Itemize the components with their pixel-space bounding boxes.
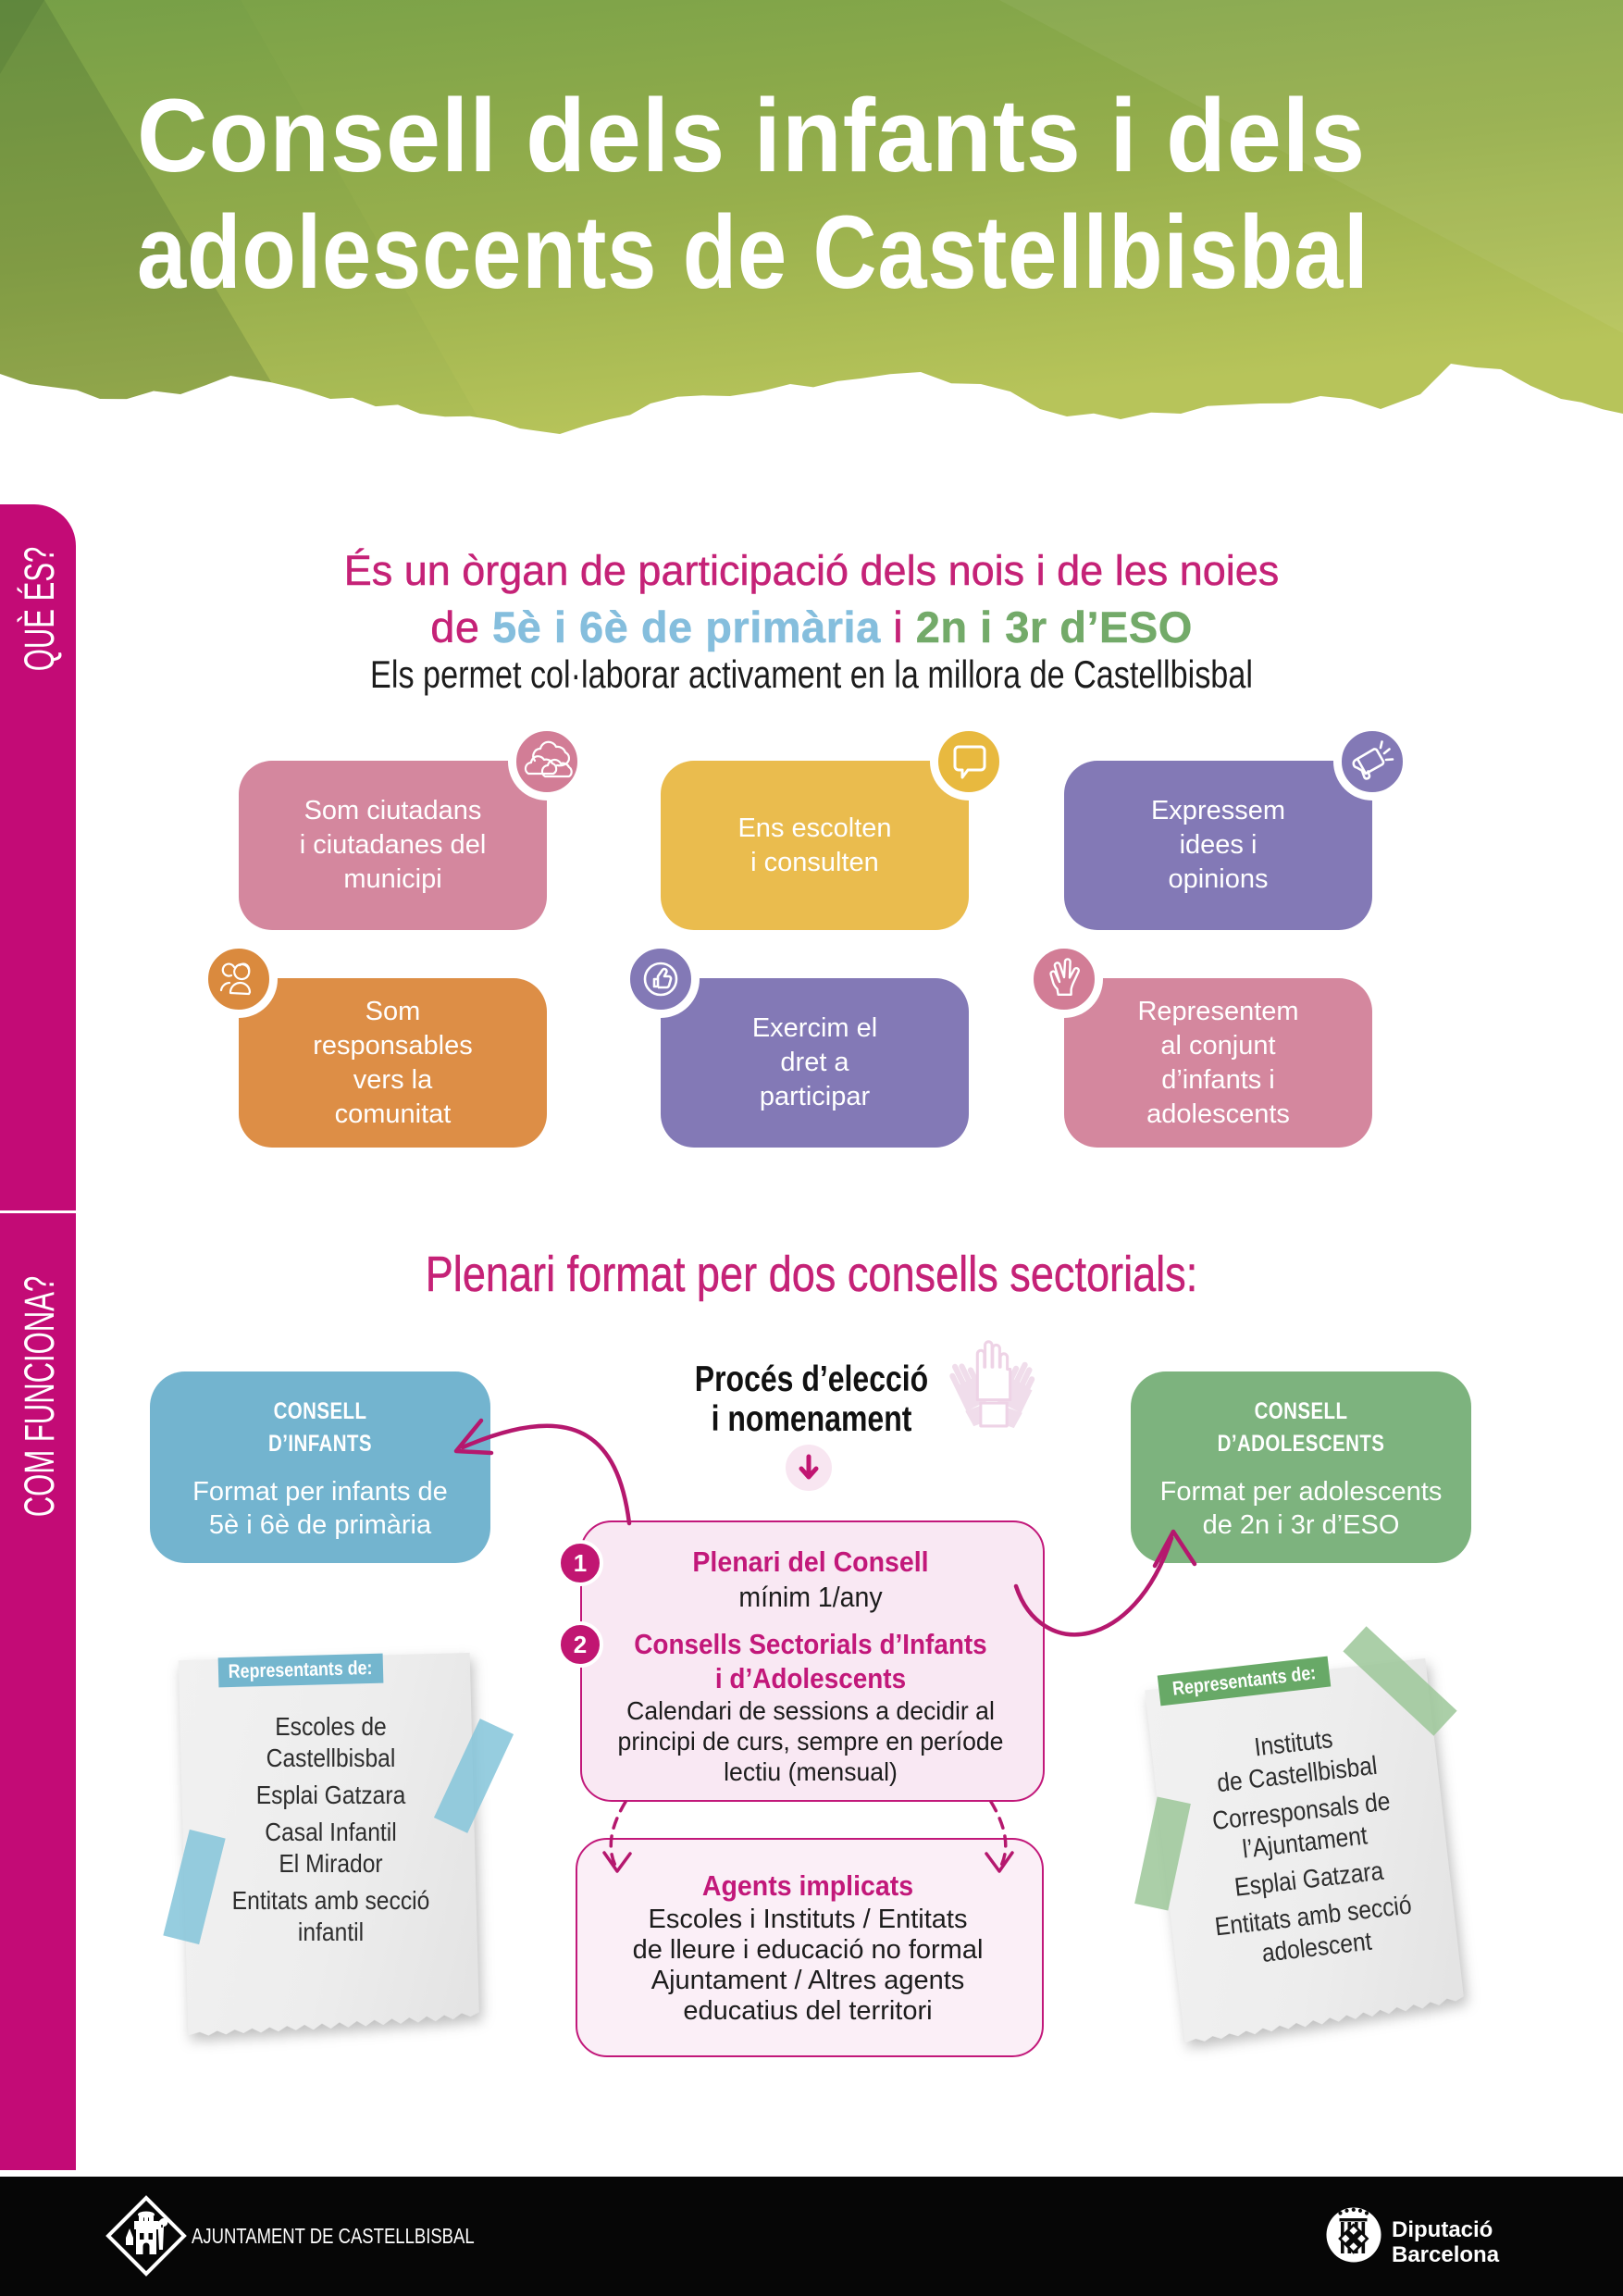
svg-text:Diputació: Diputació <box>1392 2217 1493 2242</box>
svg-text:AJUNTAMENT DE CASTELLBISBAL: AJUNTAMENT DE CASTELLBISBAL <box>192 2225 475 2248</box>
svg-text:Barcelona: Barcelona <box>1392 2242 1500 2267</box>
